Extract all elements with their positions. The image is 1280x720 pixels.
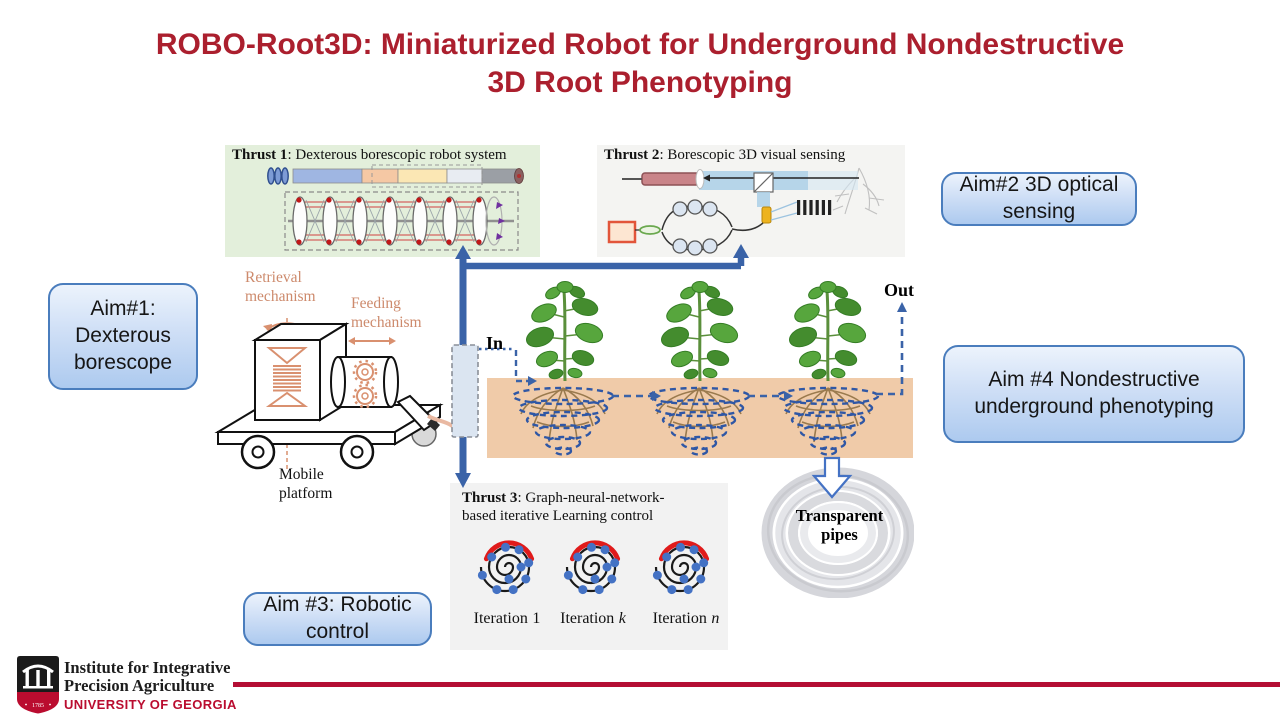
title-line-1: ROBO-Root3D: Miniaturized Robot for Unde…: [155, 28, 1125, 61]
beam-column: [757, 192, 770, 207]
plant-3: [785, 280, 870, 381]
footer-rule: [233, 682, 1280, 687]
uga-arch-logo: 1785: [17, 656, 59, 714]
borescope-robot-illustration: [267, 164, 524, 251]
plant-1: [522, 280, 607, 381]
out-arrowhead: [897, 302, 907, 312]
aim3-box: Aim #3: Robotic control: [243, 592, 432, 646]
thrust2-panel: Thrust 2: Borescopic 3D visual sensing: [597, 145, 905, 257]
thrust3-label: Thrust 3: Graph-neural-network-based ite…: [462, 489, 694, 526]
root-ball-1: [511, 386, 615, 456]
feed-gears: [352, 359, 378, 409]
mobile-platform-illustration: [214, 318, 444, 470]
collimator: [761, 206, 772, 224]
lens-ellipse: [639, 225, 661, 235]
feed-arrow: [348, 337, 396, 345]
disc-anchor-dots: [296, 197, 482, 245]
thrust2-label-bold: Thrust 2: [604, 147, 660, 163]
probe-handle: [641, 172, 701, 186]
root-ball-2: [647, 386, 751, 456]
aim4-box: Aim #4 Nondestructive underground phenot…: [943, 345, 1245, 443]
thrust1-panel: Thrust 1: Dexterous borescopic robot sys…: [225, 145, 540, 257]
beam-path-faint: [808, 171, 858, 190]
title-line-2: 3D Root Phenotyping: [487, 65, 793, 99]
coil-rings: [267, 167, 289, 185]
retrieval-mechanism-label: Retrieval mechanism: [245, 269, 316, 305]
probe-sheath: [451, 344, 479, 438]
beam-arrowhead: [703, 174, 710, 182]
university-wordmark: UNIVERSITY OF GEORGIA: [64, 697, 237, 713]
fan-line-bottom: [770, 212, 798, 221]
institute-line-2: Precision Agriculture: [64, 676, 215, 696]
root-ball-3: [776, 386, 880, 456]
grating-bars: [797, 200, 832, 215]
thrust3-panel: Thrust 3: Graph-neural-network-based ite…: [450, 483, 728, 650]
feeding-mechanism-label: Feeding mechanism: [351, 295, 422, 331]
fiber-coils: [672, 199, 718, 256]
fan-line-top: [770, 201, 798, 213]
institute-wordmark: Institute for Integrative Precision Agri…: [64, 658, 237, 713]
thrust1-label-bold: Thrust 1: [232, 147, 288, 163]
thrust2-label-rest: : Borescopic 3D visual sensing: [659, 147, 846, 163]
page-title: ROBO-Root3D: Miniaturized Robot for Unde…: [0, 26, 1280, 102]
segmented-tube: [292, 168, 524, 184]
plant-2: [657, 280, 742, 381]
aim1-box: Aim#1: Dexterous borescope: [48, 283, 198, 390]
light-source-box: [607, 220, 637, 244]
iteration-spirals: [450, 527, 728, 607]
tube-dashed-highlight: [371, 164, 483, 188]
wheels: [240, 434, 375, 470]
aim2-box: Aim#2 3D optical sensing: [941, 172, 1137, 226]
spacer-discs: [292, 196, 488, 246]
institute-line-1: Institute for Integrative: [64, 658, 231, 677]
in-label: In: [486, 333, 504, 353]
transparent-pipes-label: Transparent pipes: [795, 506, 884, 544]
cross-cables: [305, 199, 475, 243]
spool: [265, 347, 309, 407]
continuum-dashed-box: [284, 191, 519, 251]
thrust3-label-rest: : Graph-neural-network-based iterative L…: [462, 490, 665, 525]
out-label: Out: [884, 280, 915, 300]
optical-sensing-illustration: [607, 167, 885, 256]
arch-year: 1785: [32, 703, 44, 709]
thrust3-label-bold: Thrust 3: [462, 490, 518, 506]
cart-slab: [214, 403, 444, 446]
thrust1-label-rest: : Dexterous borescopic robot system: [287, 147, 507, 163]
thrust2-label: Thrust 2: Borescopic 3D visual sensing: [604, 147, 845, 164]
mobile-platform-label: Mobile platform: [279, 466, 333, 502]
probe-tip: [695, 169, 705, 189]
feeding-cylinder: [330, 356, 399, 408]
purple-arrows: [496, 202, 505, 240]
thrust1-label: Thrust 1: Dexterous borescopic robot sys…: [232, 147, 507, 164]
